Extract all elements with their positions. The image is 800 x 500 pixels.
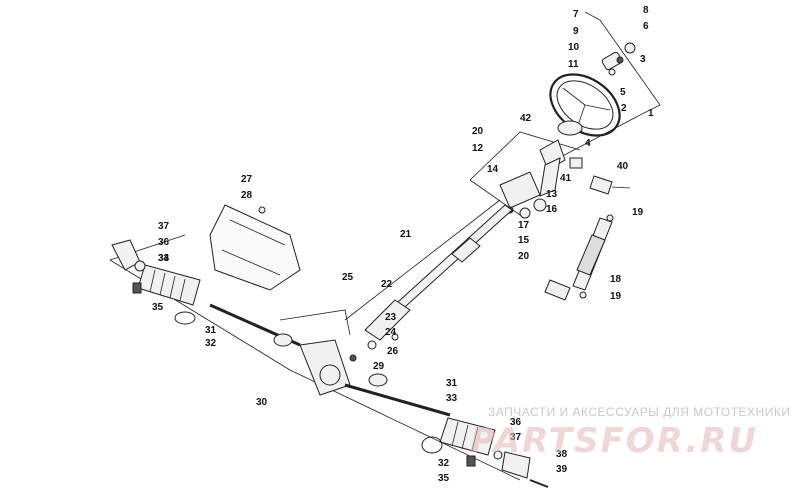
callout-22: 22 [381, 279, 393, 290]
callout-12: 12 [472, 143, 484, 154]
callout-32: 32 [438, 458, 450, 469]
watermark-subtitle: ЗАПЧАСТИ И АКСЕССУАРЫ ДЛЯ МОТОТЕХНИКИ [488, 405, 790, 419]
callout-7: 7 [573, 9, 579, 20]
callout-35: 35 [438, 473, 450, 484]
callout-40: 40 [617, 161, 629, 172]
callout-41: 41 [560, 173, 572, 184]
callout-37: 37 [510, 432, 522, 443]
upper-steering-column [499, 139, 631, 219]
callout-32: 32 [205, 338, 217, 349]
callout-39: 39 [556, 464, 568, 475]
callout-33: 33 [446, 393, 458, 404]
steering-wheel [549, 42, 636, 137]
callout-28: 28 [241, 190, 253, 201]
callout-36: 36 [158, 237, 170, 248]
callout-14: 14 [487, 164, 499, 175]
callout-18: 18 [610, 274, 622, 285]
callout-20: 20 [472, 126, 484, 137]
callout-3: 3 [640, 54, 646, 65]
callout-16: 16 [546, 204, 558, 215]
callout-42: 42 [520, 113, 532, 124]
callout-34: 34 [158, 253, 170, 264]
callout-9: 9 [573, 26, 579, 37]
callout-17: 17 [518, 220, 530, 231]
callout-31: 31 [446, 378, 458, 389]
mounting-plate [209, 204, 301, 291]
callout-19: 19 [610, 291, 622, 302]
callout-27: 27 [241, 174, 253, 185]
callout-2: 2 [621, 103, 627, 114]
callout-4: 4 [585, 138, 591, 149]
callout-35: 35 [152, 302, 164, 313]
callout-29: 29 [373, 361, 385, 372]
watermark: ЗАПЧАСТИ И АКСЕССУАРЫ ДЛЯ МОТОТЕХНИКИ PA… [470, 405, 790, 461]
callout-21: 21 [400, 229, 412, 240]
callout-20: 20 [518, 251, 530, 262]
callout-10: 10 [568, 42, 580, 53]
callout-1: 1 [648, 108, 654, 119]
callout-5: 5 [620, 87, 626, 98]
callout-30: 30 [256, 397, 268, 408]
callout-13: 13 [546, 189, 558, 200]
callout-37: 37 [158, 221, 170, 232]
callout-33: 33 [158, 253, 170, 264]
callout-24: 24 [385, 327, 397, 338]
callout-19: 19 [632, 207, 644, 218]
intermediate-shaft [364, 204, 513, 350]
callout-8: 8 [643, 5, 649, 16]
callout-23: 23 [385, 312, 397, 323]
callout-26: 26 [387, 346, 399, 357]
callout-11: 11 [568, 59, 579, 70]
callout-15: 15 [518, 235, 530, 246]
steering-rack [209, 303, 451, 417]
callout-38: 38 [556, 449, 568, 460]
right-boot-assembly [421, 417, 549, 488]
steering-damper [544, 214, 614, 301]
watermark-brand: PARTSFOR.RU [470, 421, 758, 461]
callout-25: 25 [342, 272, 354, 283]
callout-6: 6 [643, 21, 649, 32]
callout-31: 31 [205, 325, 217, 336]
callout-36: 36 [510, 417, 522, 428]
left-boot-assembly [111, 239, 201, 325]
